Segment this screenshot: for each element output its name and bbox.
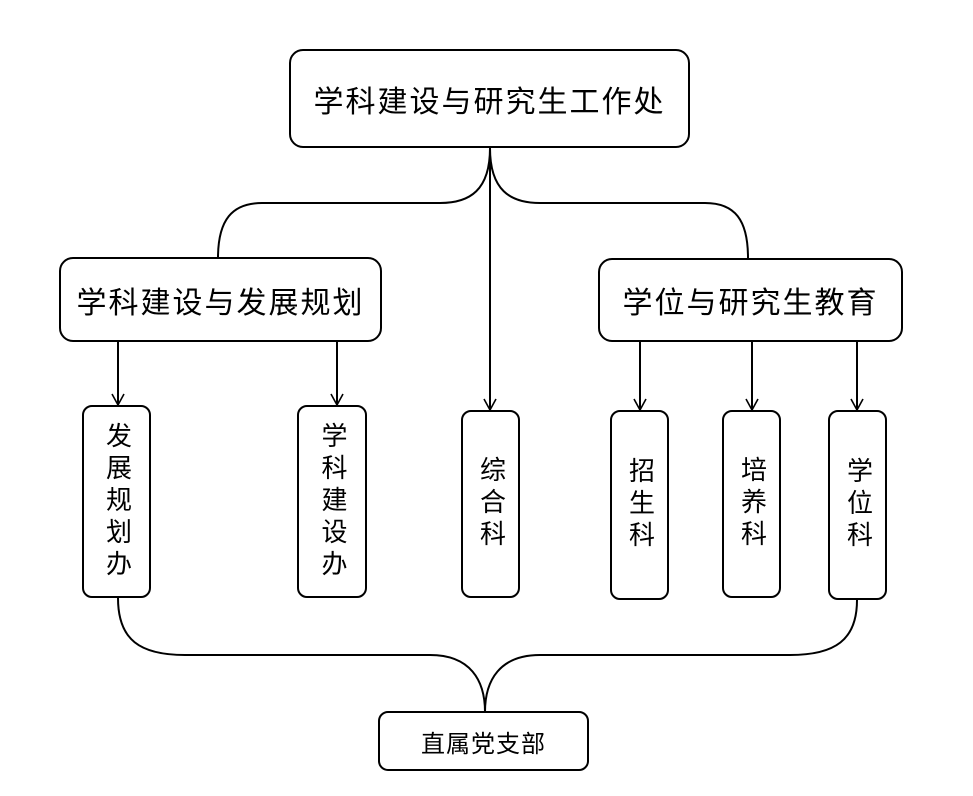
brace-top-right: [489, 147, 749, 259]
unit-node-discipline-label: 学科建设办: [317, 421, 347, 582]
bottom-node-label: 直属党支部: [421, 729, 546, 758]
group-node-left: 学科建设与发展规划: [59, 257, 382, 342]
unit-node-discipline: 学科建设办: [297, 405, 367, 598]
group-node-right-label: 学位与研究生教育: [622, 286, 879, 321]
brace-top-left: [217, 147, 491, 259]
brace-bottom-left: [117, 597, 486, 713]
top-node: 学科建设与研究生工作处: [289, 49, 690, 148]
group-node-right: 学位与研究生教育: [598, 258, 903, 342]
unit-node-degree-label: 学位科: [842, 457, 873, 553]
unit-node-degree: 学位科: [828, 410, 887, 600]
bottom-node: 直属党支部: [378, 711, 589, 771]
unit-node-planning-label: 发展规划办: [101, 421, 132, 582]
unit-node-training: 培养科: [722, 410, 781, 598]
unit-node-general: 综合科: [461, 410, 520, 598]
brace-bottom-right: [484, 599, 858, 713]
unit-node-general-label: 综合科: [475, 456, 506, 552]
unit-node-training-label: 培养科: [736, 456, 767, 552]
group-node-left-label: 学科建设与发展规划: [76, 285, 365, 321]
unit-node-planning: 发展规划办: [82, 405, 151, 598]
top-node-label: 学科建设与研究生工作处: [313, 84, 666, 120]
unit-node-admission: 招生科: [610, 410, 669, 600]
unit-node-admission-label: 招生科: [624, 457, 655, 553]
